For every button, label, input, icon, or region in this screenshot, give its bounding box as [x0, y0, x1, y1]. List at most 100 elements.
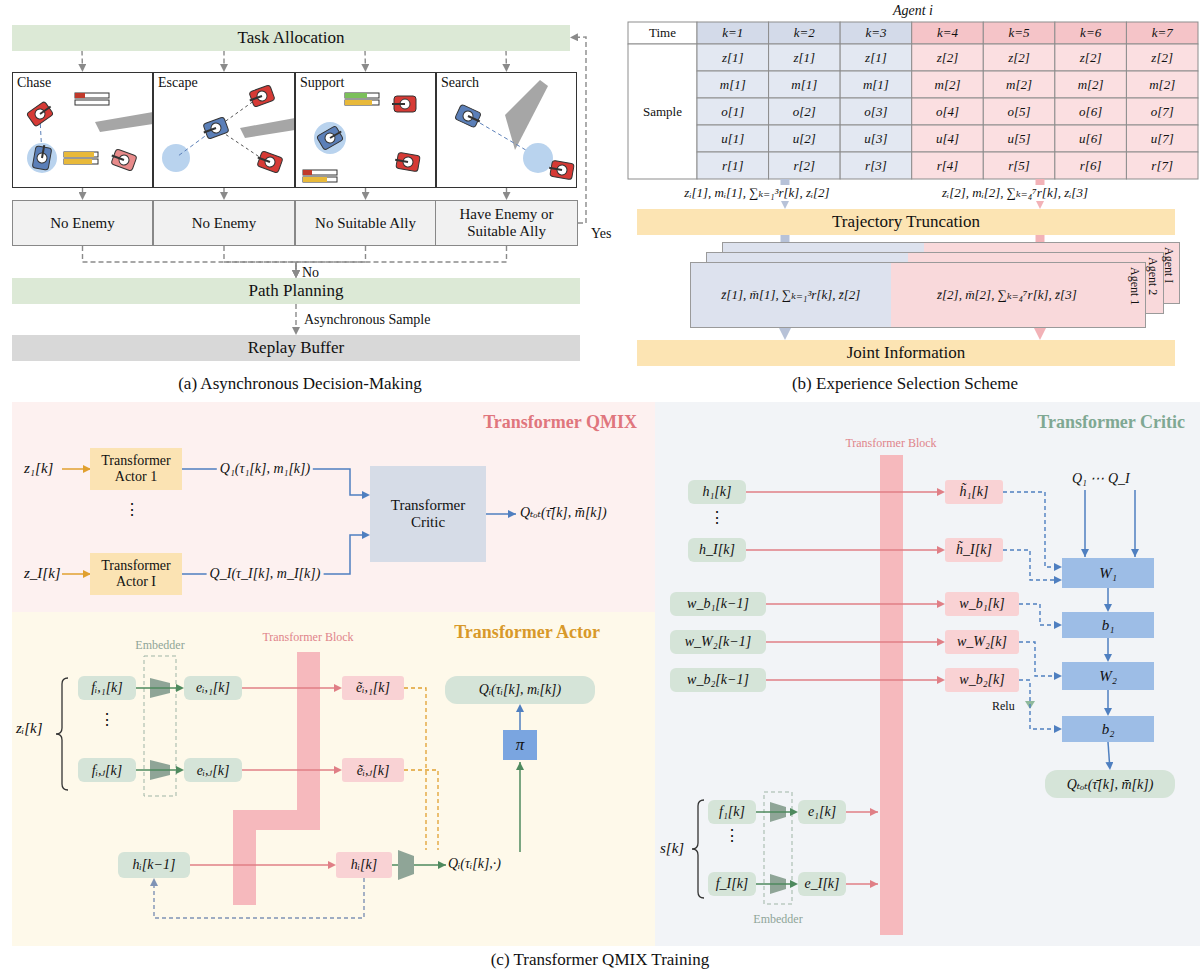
- table-cell: z[2]: [1008, 50, 1030, 66]
- formula: zᵢ[2], mᵢ[2], ∑ₖ₌₄⁷r[k], zᵢ[3]: [939, 185, 1091, 201]
- node-text: w_b₁[k]: [959, 596, 1004, 612]
- agent-card: z̄[1], m̄[1], ∑ₖ₌₁³r[k], z̄[2]z̄[2], m̄[…: [690, 262, 1146, 328]
- part-label: Embedder: [135, 638, 184, 653]
- node-text: Qₜₒₜ(τ̄[k], m̄[k]): [1067, 776, 1154, 793]
- connector: [1107, 638, 1109, 654]
- weight-box: w_W₂[k]: [945, 630, 1019, 654]
- mixing-box: W₂: [1062, 662, 1154, 690]
- node-text: ẽᵢ,₁[k]: [356, 680, 390, 696]
- input-arrow: [62, 468, 91, 470]
- hidden-link: [392, 864, 398, 866]
- ellipsis: ⋮: [124, 500, 140, 519]
- escape-illustration: [162, 85, 295, 174]
- edge-label: Q_I(τ_I[k], m_I[k]): [207, 566, 324, 582]
- mixing-box: W₁: [1062, 558, 1154, 588]
- input-label: zᵢ[k]: [16, 720, 43, 737]
- node-text: ẽᵢ,ⱼ[k]: [357, 762, 390, 779]
- node-text: No Enemy: [192, 215, 257, 232]
- panel-caption: (c) Transformer QMIX Training: [491, 950, 710, 970]
- embedding-box: e₁[k]: [798, 800, 846, 824]
- token-box: ẽᵢ,ⱼ[k]: [342, 758, 404, 782]
- node-text: w_W₂[k−1]: [685, 634, 751, 650]
- table-cell: o[6]: [1079, 104, 1102, 120]
- weight-box: w_W₂[k−1]: [670, 630, 766, 654]
- process-band: Task Allocation: [12, 25, 570, 51]
- q-input-arrow: [1084, 490, 1086, 557]
- node-text: Path Planning: [249, 281, 344, 301]
- table-cell: u[6]: [1079, 131, 1102, 147]
- ellipsis: ⋮: [709, 508, 725, 527]
- transformer-block-bar: [880, 455, 903, 935]
- node-text: Chase: [17, 75, 51, 91]
- critic-ground: [655, 402, 1200, 946]
- connector: [1107, 588, 1109, 604]
- node-text: w_b₂[k]: [959, 672, 1004, 688]
- hidden-box: h̃₁[k]: [945, 480, 1003, 504]
- mixing-box: b₂: [1062, 716, 1154, 742]
- table-grid: [628, 22, 1198, 179]
- embedding-box: e_I[k]: [798, 872, 846, 896]
- critic-box: Transformer Critic: [370, 466, 486, 562]
- process-band: Replay Buffer: [12, 335, 580, 361]
- connector: [1003, 550, 1054, 580]
- node-text: fᵢ,₁[k]: [91, 680, 123, 696]
- connector: [1108, 742, 1109, 762]
- output-label: Qₜₒₜ(τ̄[k], m̄[k]): [520, 504, 607, 521]
- connector: [295, 304, 296, 327]
- table-cell: z[1]: [722, 50, 744, 66]
- node-text: h₁[k]: [703, 484, 732, 500]
- embedder-frame: [144, 656, 176, 796]
- panel: Transformer Actorfᵢ,₁[k]eᵢ,₁[k]ẽᵢ,₁[k]fᵢ…: [12, 612, 655, 946]
- table-cell: r[2]: [794, 158, 816, 174]
- table-cell: r[6]: [1080, 158, 1102, 174]
- connector: [506, 188, 507, 192]
- scenario-box: Search: [436, 72, 577, 188]
- formula: zᵢ[1], mᵢ[1], ∑ₖ₌₁³r[k], zᵢ[2]: [681, 185, 832, 201]
- node-text: hᵢ[k]: [351, 857, 377, 873]
- connector: [1019, 604, 1054, 625]
- connector: [364, 51, 366, 65]
- part-label: Relu: [992, 699, 1015, 714]
- connector: [766, 679, 937, 681]
- table-cell: u[2]: [793, 131, 816, 147]
- node-text: Transformer Critic: [374, 497, 482, 531]
- connector: [223, 51, 224, 65]
- connector: [756, 811, 790, 813]
- output-label: Qᵢ(τᵢ[k],·): [448, 856, 501, 872]
- node-text: Agent 1: [1127, 267, 1142, 305]
- node-text: hᵢ[k−1]: [133, 857, 176, 873]
- chase-illustration: [26, 93, 153, 173]
- edge-label: Asynchronous Sample: [304, 312, 430, 328]
- table-cell: k=1: [722, 25, 743, 41]
- feature-link: [404, 688, 426, 850]
- qmix-ground: [12, 402, 655, 612]
- embedding-box: eᵢ,ⱼ[k]: [184, 758, 242, 782]
- table-cell: m[1]: [863, 77, 889, 93]
- table-cell: o[1]: [721, 104, 744, 120]
- connector: [190, 864, 328, 866]
- table-cell: r[7]: [1151, 158, 1173, 174]
- node-text: Trajectory Truncation: [832, 212, 980, 232]
- connector: [1019, 680, 1054, 729]
- connector: [83, 246, 297, 270]
- table-cell: k=2: [794, 25, 815, 41]
- node-text: b₂: [1102, 721, 1115, 738]
- hidden-box: hᵢ[k−1]: [118, 852, 190, 878]
- input-label: Q₁ ⋯ Q_I: [1072, 470, 1130, 487]
- edge-label: Yes: [591, 226, 611, 242]
- node-text: No Suitable Ally: [315, 215, 416, 232]
- node-text: Replay Buffer: [248, 338, 344, 358]
- node-text: Search: [441, 75, 479, 91]
- table-cell: m[1]: [791, 77, 817, 93]
- actor-box: Transformer Actor I: [90, 553, 182, 595]
- node-text: Support: [300, 75, 344, 91]
- table-cell: m[2]: [1149, 77, 1175, 93]
- weight-box: w_b₂[k]: [945, 668, 1019, 692]
- connector: [242, 687, 334, 689]
- connector: [766, 603, 937, 605]
- edge-label: Q₁(τ₁[k], m₁[k]): [217, 461, 313, 477]
- node-text: e_I[k]: [805, 876, 840, 892]
- q-value-box: Qᵢ(τᵢ[k], mᵢ[k]): [445, 676, 595, 704]
